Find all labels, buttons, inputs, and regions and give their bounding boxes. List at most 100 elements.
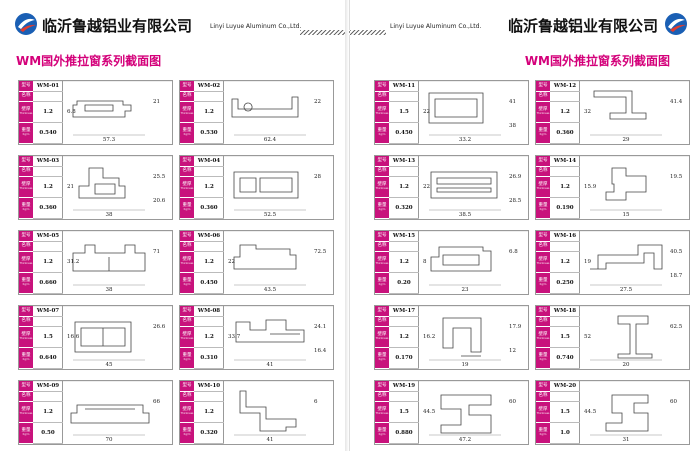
- name-value: [389, 317, 419, 327]
- weight-value: 0.880: [389, 423, 419, 444]
- model-label: 型号: [19, 156, 33, 167]
- profile-shape: [605, 167, 647, 201]
- name-value: [550, 242, 580, 252]
- company-name-cn: 临沂鲁越铝业有限公司: [42, 17, 193, 35]
- model-value: WM-06: [194, 231, 224, 242]
- name-label: 名称: [19, 391, 33, 402]
- name-label: 名称: [375, 391, 389, 402]
- name-label: 名称: [180, 91, 194, 102]
- thickness-value: 1.2: [389, 177, 419, 198]
- name-value: [550, 317, 580, 327]
- name-value: [194, 317, 224, 327]
- thickness-value: 1.2: [194, 177, 224, 198]
- model-value: WM-13: [389, 156, 419, 167]
- name-value: [194, 242, 224, 252]
- model-value: WM-12: [550, 81, 580, 92]
- thickness-value: 1.2: [194, 102, 224, 123]
- profile-shape: [72, 244, 146, 272]
- dimension-label: 21: [67, 184, 74, 190]
- weight-value: 0.540: [33, 123, 63, 144]
- model-value: WM-05: [33, 231, 63, 242]
- dimension-label: 26.6: [153, 324, 166, 330]
- weight-value: 0.360: [194, 198, 224, 219]
- weight-value: 0.320: [194, 423, 224, 444]
- profile-shape: [78, 167, 126, 199]
- name-value: [550, 92, 580, 102]
- dimension-label: 44.5: [423, 409, 436, 415]
- thickness-value: 1.5: [389, 402, 419, 423]
- name-label: 名称: [375, 91, 389, 102]
- dimension-label: 16.6: [67, 334, 80, 340]
- model-value: WM-04: [194, 156, 224, 167]
- dimension-label: 26.9: [509, 174, 522, 180]
- dimension-label: 12: [509, 348, 516, 354]
- dimension-label: 16.2: [423, 334, 435, 340]
- model-value: WM-18: [550, 306, 580, 317]
- dimension-label: 22: [228, 259, 235, 265]
- weight-value: 0.190: [550, 198, 580, 219]
- name-label: 名称: [19, 241, 33, 252]
- dimension-label: 41.4: [670, 99, 683, 105]
- name-label: 名称: [536, 91, 550, 102]
- dimension-label: 38: [106, 212, 113, 218]
- name-label: 名称: [375, 166, 389, 177]
- dimension-label: 28: [314, 174, 321, 180]
- thickness-value: 1.2: [550, 102, 580, 123]
- dimension-label: 52.5: [264, 212, 277, 218]
- profile-shape: [440, 394, 492, 434]
- dimension-label: 15: [623, 212, 630, 218]
- model-value: WM-11: [389, 81, 419, 92]
- profile-shape: [231, 96, 299, 118]
- model-label: 型号: [536, 156, 550, 167]
- company-name-en: Linyi Luyue Aluminum Co.,Ltd.: [210, 23, 302, 30]
- weight-value: 0.320: [389, 198, 419, 219]
- weight-value: 0.250: [550, 273, 580, 294]
- model-label: 型号: [180, 156, 194, 167]
- dimension-label: 20.6: [153, 198, 166, 204]
- profile-shape: [74, 321, 132, 353]
- dimension-label: 21: [153, 99, 160, 105]
- dimension-label: 72.5: [314, 249, 327, 255]
- thickness-value: 1.2: [33, 402, 63, 423]
- company-name-en: Linyi Luyue Aluminum Co.,Ltd.: [390, 23, 482, 30]
- model-label: 型号: [536, 81, 550, 92]
- profile-shape: [239, 390, 297, 432]
- profile-drawing: 52.5 28: [226, 158, 332, 218]
- model-label: 型号: [180, 81, 194, 92]
- thickness-value: 1.5: [550, 402, 580, 423]
- model-label: 型号: [536, 381, 550, 392]
- profile-shape: [233, 171, 299, 199]
- dimension-label: 38: [106, 287, 113, 293]
- page-header: Linyi Luyue Aluminum Co.,Ltd. 临沂鲁越铝业有限公司: [350, 10, 700, 40]
- dimension-label: 47.2: [459, 437, 471, 443]
- name-value: [194, 92, 224, 102]
- name-label: 名称: [180, 241, 194, 252]
- model-label: 型号: [375, 231, 389, 242]
- weight-value: 0.660: [33, 273, 63, 294]
- name-value: [33, 242, 63, 252]
- dimension-label: 27.5: [620, 287, 633, 293]
- dimension-label: 8: [423, 259, 427, 265]
- thickness-value: 1.2: [194, 402, 224, 423]
- thickness-value: 1.2: [33, 177, 63, 198]
- name-value: [33, 92, 63, 102]
